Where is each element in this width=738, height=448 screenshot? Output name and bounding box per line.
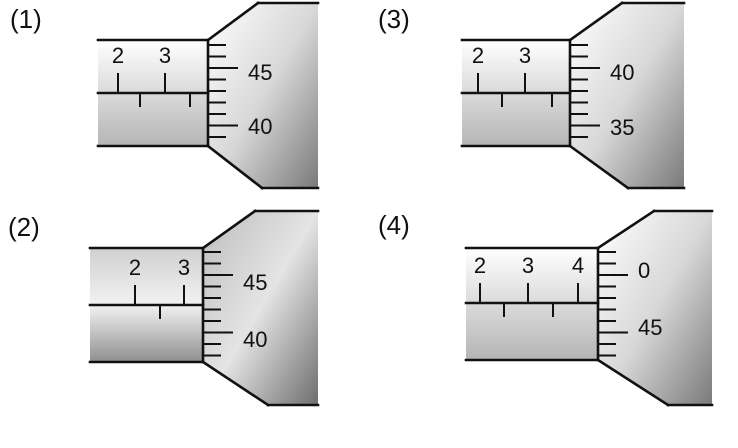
- panel-3-thimble-number: 35: [610, 115, 634, 140]
- panel-2-thimble-number: 45: [243, 270, 267, 295]
- panel-4-sleeve-number: 2: [474, 253, 486, 278]
- panel-2-thimble-number: 40: [243, 327, 267, 352]
- panel-3-thimble-bevel-bottom: [568, 144, 630, 190]
- panel-1-thimble-number: 40: [248, 114, 272, 139]
- panel-4-thimble-number: 45: [638, 315, 662, 340]
- panel-1-micrometer: 2 3 45 40: [96, 1, 320, 190]
- panel-1-sleeve-number: 2: [112, 43, 124, 68]
- panel-3-label: (3): [378, 4, 410, 34]
- panel-4-label: (4): [378, 210, 410, 240]
- panel-1-label: (1): [10, 4, 42, 34]
- panel-1-thimble-bevel-top: [206, 1, 260, 42]
- panel-3-thimble: [570, 3, 684, 188]
- panel-3-sleeve-number: 3: [519, 43, 531, 68]
- panel-4-micrometer: 2 3 4 0 45: [464, 209, 714, 407]
- panel-2-micrometer: 2 3 45 40: [88, 209, 320, 407]
- panel-2-sleeve-number: 2: [129, 255, 141, 280]
- panel-1-sleeve-number: 3: [159, 43, 171, 68]
- panel-4-thimble: [598, 211, 712, 405]
- panel-4-sleeve-number: 3: [522, 253, 534, 278]
- panel-3-thimble-number: 40: [610, 60, 634, 85]
- panel-2-thimble: [203, 211, 318, 405]
- panel-4-sleeve-number: 4: [572, 253, 584, 278]
- panel-3-micrometer: 2 3 40 35: [460, 1, 686, 190]
- panel-1-thimble-number: 45: [248, 60, 272, 85]
- panel-1-thimble-bevel-bottom: [206, 144, 264, 190]
- panel-1-thimble: [208, 3, 318, 188]
- panel-2-thimble-bevel-top: [201, 209, 257, 250]
- panel-4-thimble-bevel-top: [596, 209, 656, 250]
- panel-3-thimble-bevel-top: [568, 1, 624, 42]
- panel-2-sleeve-number: 3: [178, 255, 190, 280]
- panel-3-sleeve-number: 2: [472, 43, 484, 68]
- panel-2-thimble-bevel-bottom: [201, 360, 270, 407]
- panel-2-label: (2): [8, 212, 40, 242]
- panel-4-thimble-number: 0: [638, 258, 650, 283]
- panel-4-thimble-bevel-bottom: [596, 358, 670, 407]
